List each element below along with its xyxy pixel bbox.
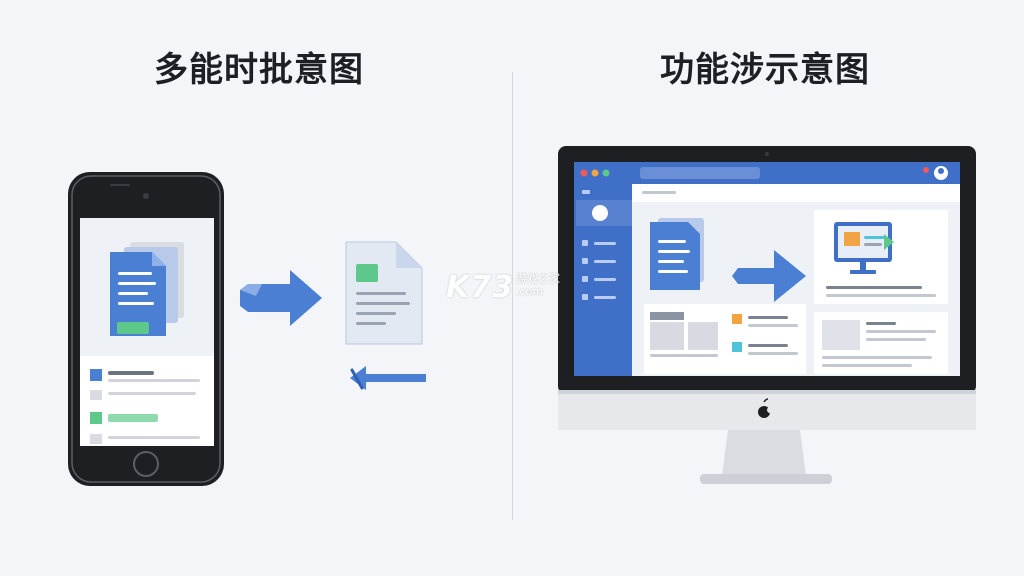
list-item-marker xyxy=(90,412,102,424)
monitor-arrow-right-icon xyxy=(732,250,806,302)
sidebar-nav xyxy=(582,190,616,300)
site-watermark: K73 游戏之家 .com xyxy=(446,270,560,305)
monitor-document-icon xyxy=(650,218,704,290)
center-divider xyxy=(512,72,513,520)
watermark-logo: K73 xyxy=(446,270,514,305)
window-close-dot xyxy=(580,169,588,177)
watermark-domain: .com xyxy=(516,285,543,298)
watermark-subtitle: 游戏之家 .com xyxy=(516,272,560,298)
document-icon xyxy=(345,241,423,345)
watermark-cn: 游戏之家 xyxy=(516,272,560,285)
smartphone xyxy=(68,172,224,486)
app-search-bar xyxy=(640,167,760,179)
window-minimize-dot xyxy=(591,169,599,177)
list-item-marker xyxy=(90,390,102,400)
arrow-left-icon xyxy=(350,366,426,390)
phone-bezel-edge xyxy=(71,175,221,483)
app-header xyxy=(632,184,960,202)
phone-list xyxy=(90,369,200,444)
left-heading: 多能时批意图 xyxy=(154,50,364,90)
window-zoom-dot xyxy=(602,169,610,177)
monitor-camera xyxy=(765,152,769,156)
phone-home-button xyxy=(133,451,159,477)
monitor-stand-base xyxy=(700,474,832,484)
list-item-marker xyxy=(90,434,102,444)
phone-speaker xyxy=(110,184,130,186)
monitor-stand-neck xyxy=(722,430,806,476)
phone-document-stack-icon xyxy=(110,242,184,336)
monitor-screen-icon xyxy=(834,222,894,274)
arrow-right-icon xyxy=(240,270,322,326)
app-title-bar xyxy=(574,162,960,184)
apple-logo-icon xyxy=(758,398,773,418)
sidebar-profile-icon xyxy=(592,205,608,221)
list-item-marker xyxy=(90,369,102,381)
desktop-monitor xyxy=(558,146,976,484)
user-avatar-icon xyxy=(923,166,948,180)
right-heading: 功能涉示意图 xyxy=(660,50,870,90)
phone-camera xyxy=(143,193,149,199)
